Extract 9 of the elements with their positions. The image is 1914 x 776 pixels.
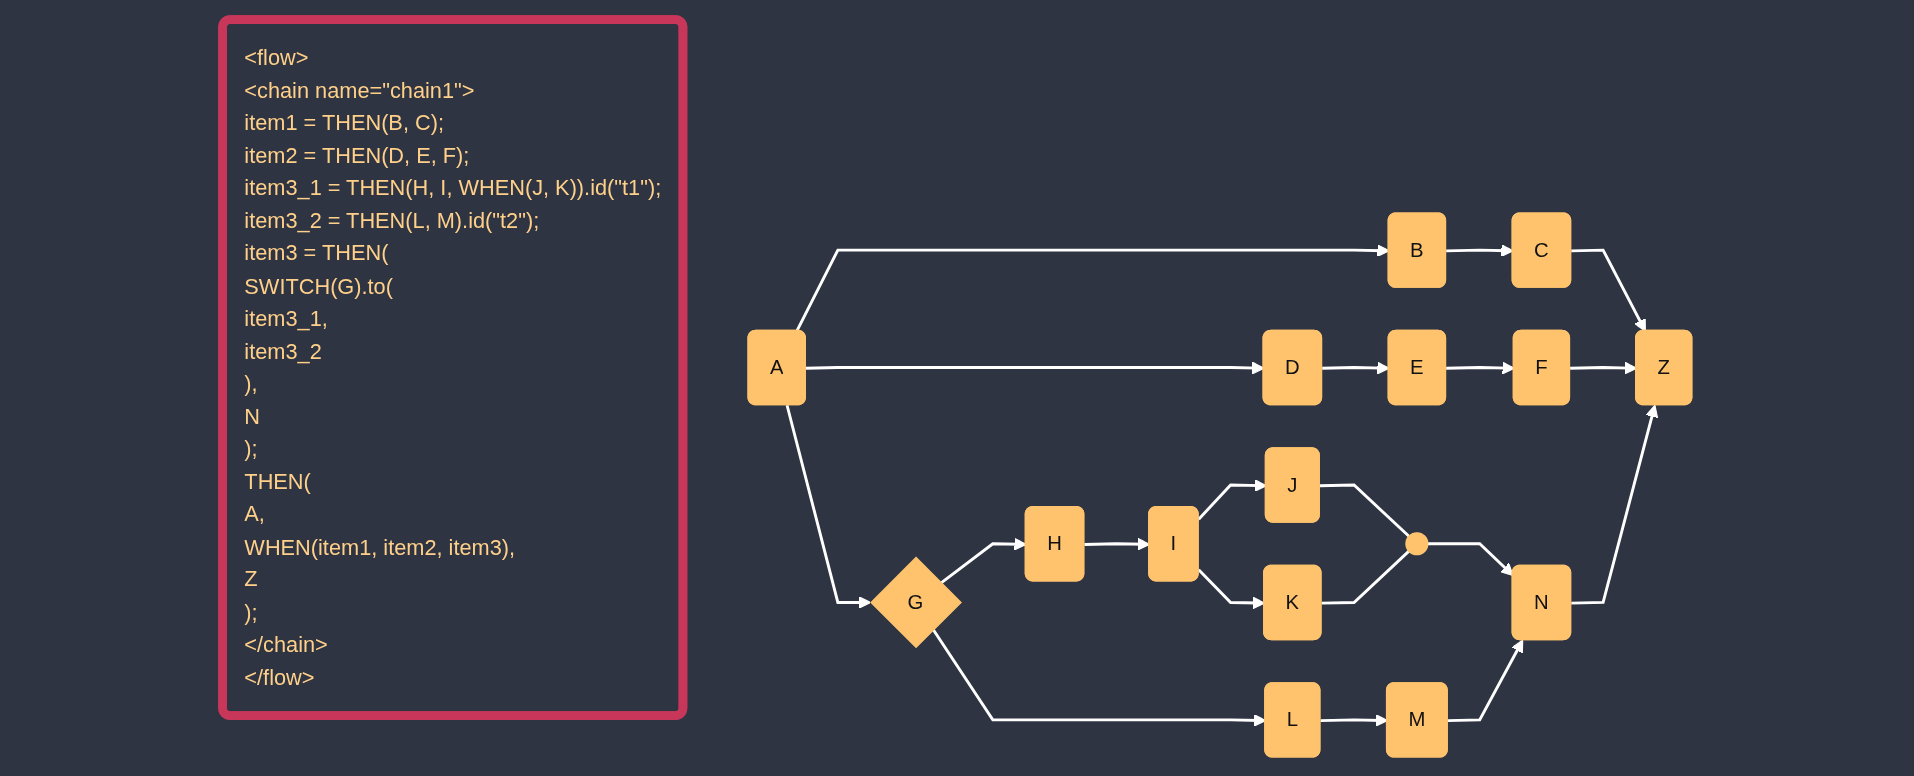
arrow: [1571, 404, 1658, 605]
arrow: [1447, 639, 1524, 722]
connector: [1321, 549, 1410, 605]
arrow: [1427, 542, 1514, 576]
node-circle: [1405, 531, 1429, 556]
arrow: [1571, 248, 1646, 332]
arrow: [785, 404, 871, 609]
node-diamond: G: [870, 556, 962, 649]
connector: [1319, 483, 1410, 538]
